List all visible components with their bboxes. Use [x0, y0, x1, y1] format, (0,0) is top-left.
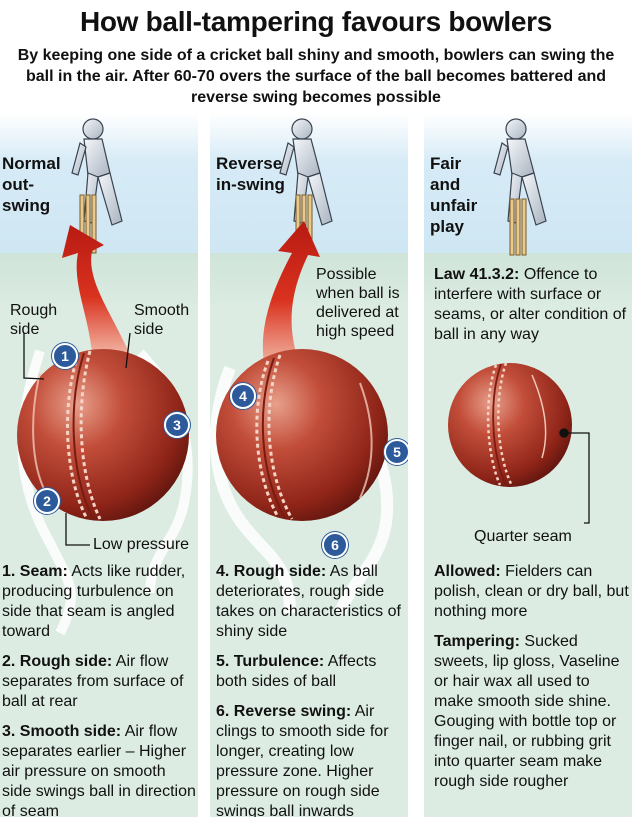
marker-4: 4 [230, 383, 256, 409]
panel-heading: Normal out- swing [2, 154, 61, 215]
quarter-seam-label: Quarter seam [474, 528, 572, 545]
list-item: 1. Seam: Acts like rudder, producing tur… [2, 563, 186, 640]
batsman-illustration [493, 118, 547, 226]
explanation-list: 1. Seam: Acts like rudder, producing tur… [2, 562, 196, 817]
cricket-ball [448, 362, 572, 487]
list-item: 3. Smooth side: Air flow separates earli… [2, 723, 196, 817]
marker-1: 1 [52, 343, 78, 369]
stumps-icon [509, 198, 527, 256]
field-background [210, 253, 408, 817]
panel-reverse-inswing: Reverse in-swing Possible when ball is d… [210, 113, 408, 817]
smooth-side-label: Smooth side [134, 302, 190, 338]
swing-arrow [262, 221, 320, 365]
leader-lines [559, 428, 590, 524]
list-item: Allowed: Fielders can polish, clean or d… [434, 563, 629, 620]
field-background [424, 253, 632, 817]
leader-lines [23, 332, 131, 546]
list-item: 4. Rough side: As ball deteriorates, rou… [216, 563, 401, 640]
marker-2: 2 [34, 488, 60, 514]
panel-normal-outswing: Normal out- swing Rough side Smooth side… [0, 113, 198, 817]
panel-heading: Fair and unfair play [430, 154, 478, 236]
cricket-ball [17, 349, 189, 521]
subtitle: By keeping one side of a cricket ball sh… [17, 47, 615, 106]
marker-6: 6 [322, 532, 348, 558]
low-pressure-label: Low pressure [93, 536, 190, 553]
list-item: 2. Rough side: Air flow separates from s… [2, 653, 184, 710]
explanation-list: Allowed: Fielders can polish, clean or d… [434, 562, 630, 802]
panel-fair-unfair-play: Fair and unfair play Law 41.3.2: Offence… [424, 113, 632, 817]
cricket-ball [216, 349, 388, 521]
marker-3: 3 [164, 412, 190, 438]
speed-note: Possible when ball is delivered at high … [316, 266, 400, 340]
marker-5: 5 [384, 439, 408, 465]
list-item: 6. Reverse swing: Air clings to smooth s… [216, 703, 389, 817]
page-title: How ball-tampering favours bowlers [79, 6, 553, 37]
law-text: Law 41.3.2: Offence to interfere with su… [434, 266, 627, 343]
panel-heading: Reverse in-swing [216, 154, 285, 194]
rough-side-label: Rough side [10, 302, 58, 338]
list-item: Tampering: Sucked sweets, lip gloss, Vas… [434, 633, 620, 790]
explanation-list: 4. Rough side: As ball deteriorates, rou… [216, 562, 406, 817]
list-item: 5. Turbulence: Affects both sides of bal… [216, 653, 377, 690]
swing-arrow [62, 225, 130, 355]
